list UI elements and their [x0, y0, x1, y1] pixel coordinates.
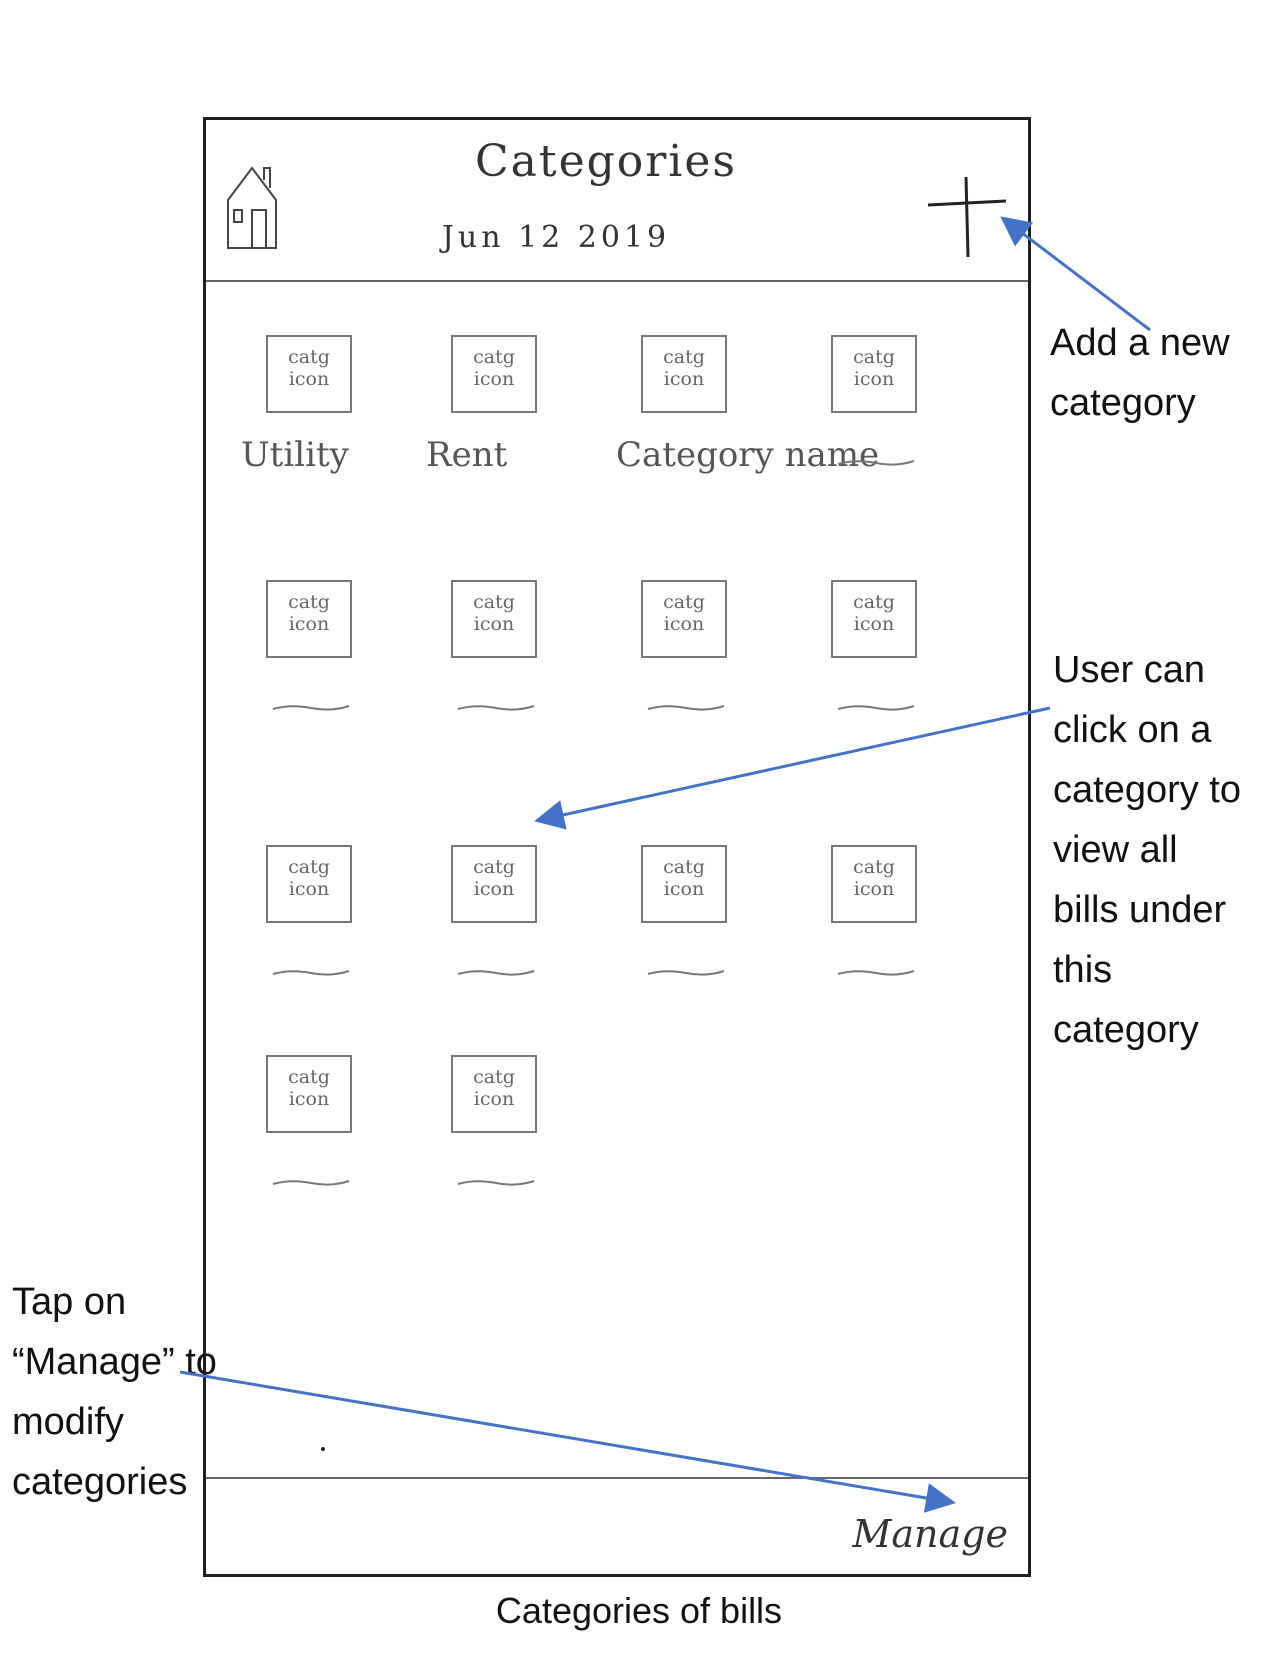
category-icon: catg icon	[831, 335, 917, 413]
manage-button[interactable]: Manage	[852, 1512, 1008, 1556]
annotation-manage: Tap on “Manage” to modify categories	[12, 1281, 217, 1503]
category-tile[interactable]: catg icon	[816, 580, 936, 730]
annotation-add-category: Add a new category	[1050, 322, 1230, 424]
home-icon[interactable]	[224, 160, 284, 250]
stray-dot	[321, 1447, 325, 1451]
category-icon: catg icon	[266, 1055, 352, 1133]
category-icon: catg icon	[641, 580, 727, 658]
annotation-click-category: User can click on a category to view all…	[1053, 649, 1241, 1051]
header: Categories Jun 12 2019	[206, 120, 1028, 282]
category-name-placeholder-line	[457, 1180, 535, 1186]
category-tile[interactable]: catg icon	[436, 1055, 556, 1205]
category-tile[interactable]: catg icon	[436, 580, 556, 730]
category-tile[interactable]: catg icon	[251, 580, 371, 730]
category-name: Category name	[616, 435, 880, 475]
category-tile[interactable]: catg icon	[251, 1055, 371, 1205]
category-name: Utility	[241, 435, 349, 475]
category-tile[interactable]: catg icon	[816, 845, 936, 995]
category-name-placeholder-line	[272, 705, 350, 711]
category-name-placeholder-line	[647, 705, 725, 711]
category-name-placeholder-line	[837, 970, 915, 976]
page-date: Jun 12 2019	[441, 220, 671, 255]
category-tile[interactable]: catg icon	[436, 845, 556, 995]
figure-caption: Categories of bills	[495, 1590, 783, 1631]
category-name-placeholder-line	[272, 1180, 350, 1186]
category-name-placeholder-line	[837, 705, 915, 711]
category-icon: catg icon	[451, 580, 537, 658]
footer: Manage	[206, 1477, 1028, 1574]
page-title: Categories	[475, 136, 737, 187]
category-icon: catg icon	[451, 335, 537, 413]
plus-icon[interactable]	[926, 175, 1010, 259]
category-name-placeholder-line	[272, 970, 350, 976]
category-tile[interactable]: catg icon	[626, 845, 746, 995]
category-name-placeholder-line	[457, 705, 535, 711]
category-icon: catg icon	[641, 335, 727, 413]
category-icon: catg icon	[831, 845, 917, 923]
category-tile[interactable]: catg icon	[626, 580, 746, 730]
category-tile[interactable]: catg icon	[816, 335, 936, 485]
category-icon: catg icon	[451, 1055, 537, 1133]
category-name: Rent	[426, 435, 508, 475]
category-icon: catg icon	[641, 845, 727, 923]
category-icon: catg icon	[266, 845, 352, 923]
category-name-placeholder-line	[837, 460, 915, 466]
category-icon: catg icon	[266, 335, 352, 413]
category-icon: catg icon	[831, 580, 917, 658]
category-tile[interactable]: catg icon	[251, 845, 371, 995]
category-name-placeholder-line	[457, 970, 535, 976]
category-icon: catg icon	[451, 845, 537, 923]
category-icon: catg icon	[266, 580, 352, 658]
category-name-placeholder-line	[647, 970, 725, 976]
